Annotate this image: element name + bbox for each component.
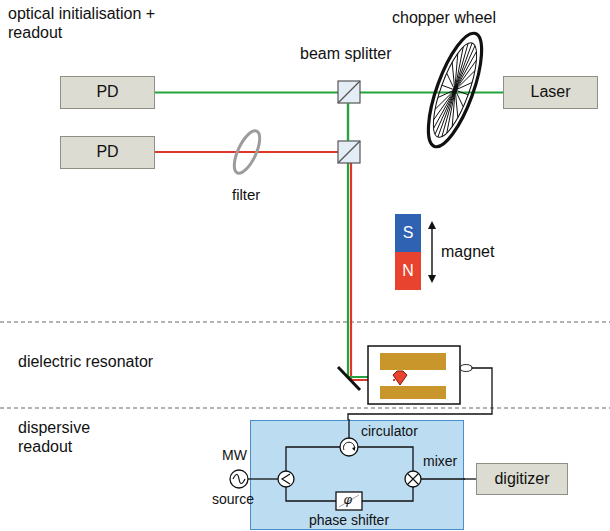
phase-shifter-box (336, 492, 362, 510)
chopper-spoke (435, 96, 452, 135)
mirror (338, 367, 360, 390)
resonator-housing (368, 346, 460, 404)
chopper-spoke (435, 90, 452, 113)
box-label: S (403, 224, 414, 242)
signal-wire (464, 478, 476, 479)
magnet-motion-arrow (431, 226, 432, 278)
section-divider (0, 407, 610, 408)
chopper-spoke (458, 67, 475, 90)
mixer-symbol (405, 471, 421, 487)
chopper-spoke (434, 94, 452, 130)
component-label: source (212, 491, 254, 508)
laser-beam-segment (347, 103, 349, 141)
component-label: mixer (423, 453, 457, 469)
phase-symbol: φ (335, 491, 361, 509)
chopper-spoke (458, 79, 472, 93)
mw-source-symbol (230, 470, 248, 488)
chopper-spoke (434, 92, 452, 123)
diamond-sample (393, 371, 407, 385)
photodiode-box: PD (60, 136, 155, 169)
circulator-symbol (340, 438, 358, 456)
mixer-output-wire (421, 478, 465, 479)
chopper-spoke (438, 87, 452, 101)
coax-wire (348, 419, 349, 438)
dielectric-plate (380, 386, 446, 399)
chopper-spoke (458, 45, 475, 84)
magnet-north-pole: N (395, 252, 421, 290)
chopper-spoke (459, 50, 477, 86)
source-wire (248, 478, 278, 479)
component-label: MW (222, 447, 247, 464)
component-label: circulator (361, 423, 418, 439)
magnet-arrow-heads (428, 221, 436, 283)
component-label: chopper wheel (392, 8, 496, 27)
photodiode-box: PD (60, 76, 155, 109)
box-label: digitizer (494, 470, 549, 488)
component-label: beam splitter (300, 44, 392, 63)
magnet-south-pole: S (395, 214, 421, 252)
fluorescence-beam (155, 152, 395, 380)
chopper-spoke (459, 57, 477, 88)
section-title: optical initialisation + readout (8, 4, 173, 42)
coax-wire (348, 368, 492, 420)
component-label: phase shifter (309, 512, 389, 528)
coupling-loop (460, 365, 472, 372)
laser-box: Laser (503, 76, 598, 109)
section-title: dielectric resonator (18, 352, 153, 371)
box-label: PD (96, 143, 118, 161)
component-label: filter (232, 186, 260, 204)
beam-end (393, 379, 395, 381)
section-divider (0, 321, 610, 322)
dispersive-readout-panel: circulator mixer phase shifter (250, 420, 464, 530)
box-label: PD (96, 83, 118, 101)
chopper-spoke (442, 85, 453, 89)
laser-beam-down (348, 92, 395, 377)
chopper-wheel (418, 27, 493, 152)
section-title: dispersive readout (18, 418, 108, 456)
chopper-spoke (457, 91, 468, 95)
dielectric-plate (380, 353, 446, 370)
box-label: N (402, 262, 414, 280)
beam-splitter-cube (338, 141, 360, 163)
box-label: Laser (530, 83, 570, 101)
filter-ring (229, 127, 265, 176)
digitizer-box: digitizer (476, 463, 568, 495)
beam-splitter-cube (338, 81, 360, 103)
power-divider-symbol (278, 471, 294, 487)
component-label: magnet (441, 242, 494, 261)
